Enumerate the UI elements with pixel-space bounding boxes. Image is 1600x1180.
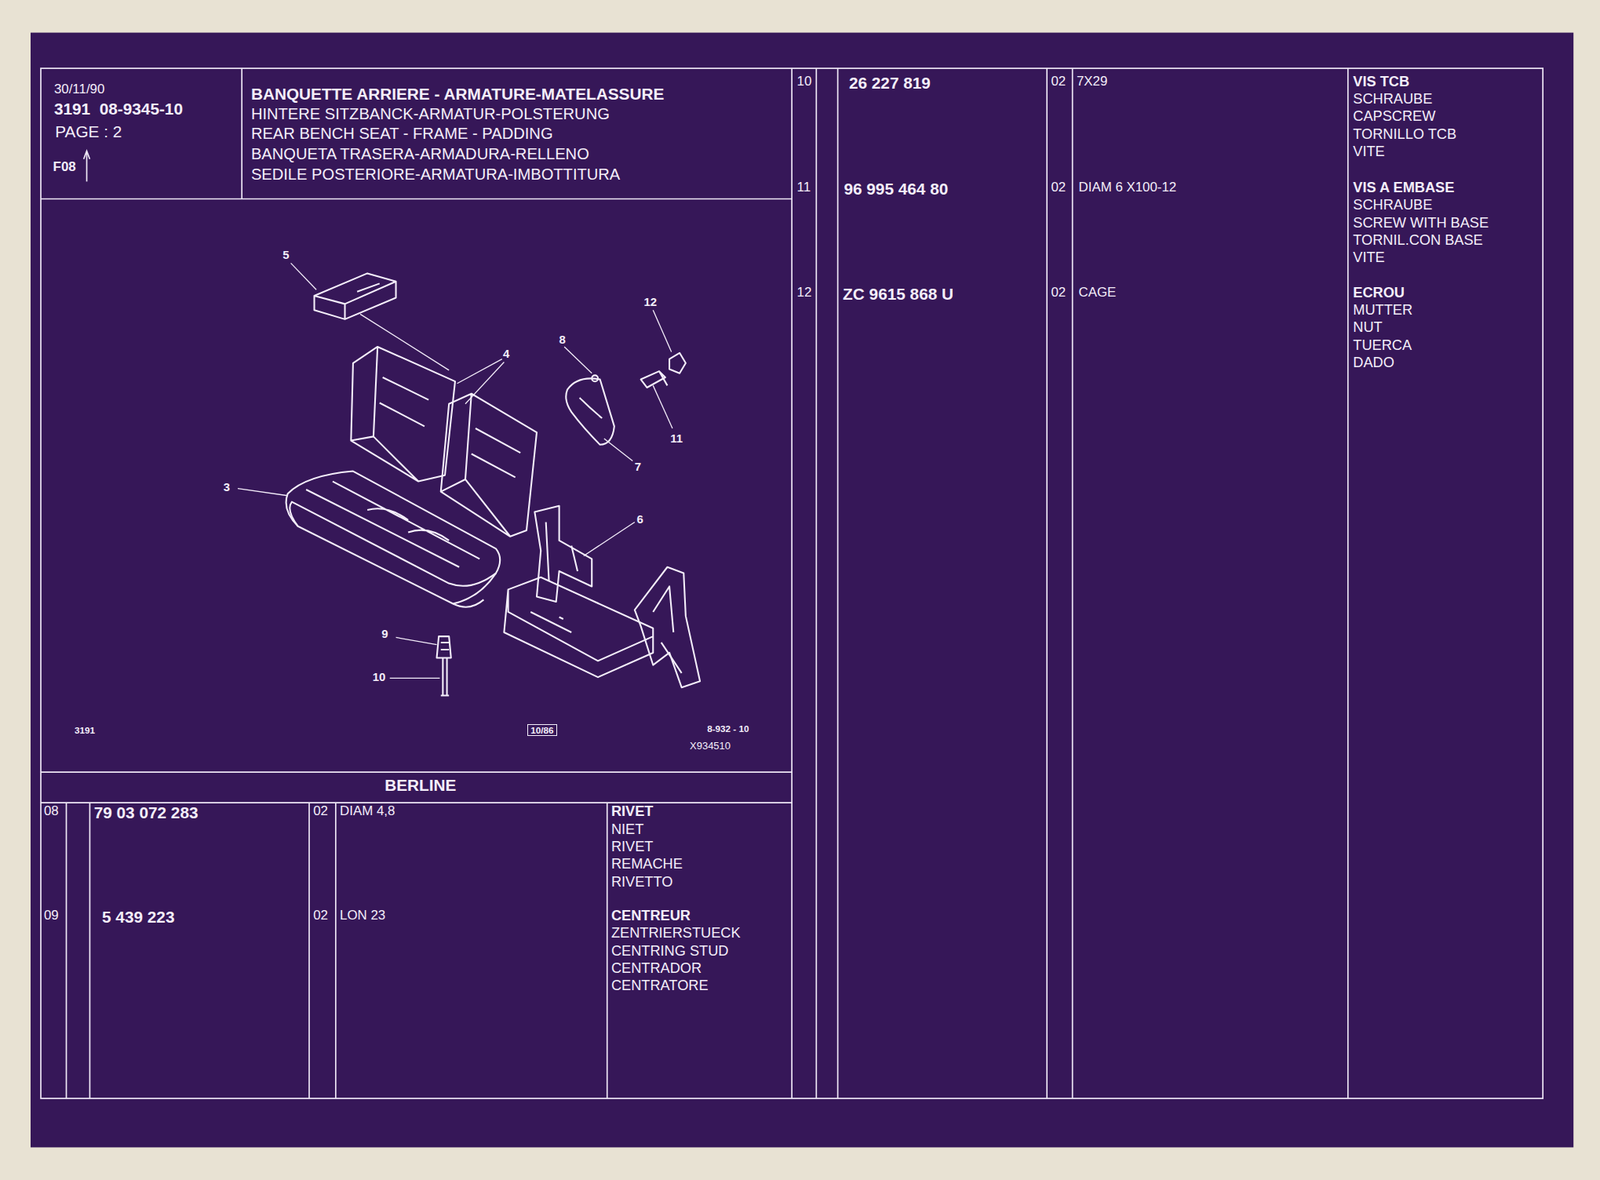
part-name-translation: VITE — [1352, 143, 1385, 161]
quantity: 02 — [313, 803, 329, 819]
quantity: 02 — [1050, 284, 1066, 300]
part-number: ZC 9615 868 U — [842, 284, 954, 304]
part-name-translation: TORNILLO TCB — [1352, 126, 1457, 143]
part-name-translation: RIVET — [611, 838, 654, 856]
figure-date: 10/86 — [527, 724, 557, 737]
callout-number: 4 — [502, 346, 510, 361]
film-panel — [30, 32, 1574, 1149]
subtitle: HINTERE SITZBANCK-ARMATUR-POLSTERUNG — [251, 105, 610, 124]
figure-code: F08 — [53, 159, 77, 175]
part-name-translation: CAPSCREW — [1352, 108, 1436, 125]
part-number: 26 227 819 — [849, 73, 931, 93]
part-number: 79 03 072 283 — [94, 803, 199, 823]
title: BANQUETTE ARRIERE - ARMATURE-MATELASSURE — [251, 84, 664, 104]
item-number: 10 — [797, 73, 813, 89]
dimension: CAGE — [1078, 284, 1117, 300]
callout-number: 7 — [634, 459, 642, 474]
drawing-code: X934510 — [689, 740, 731, 753]
part-name-translation: DADO — [1352, 354, 1395, 372]
version-heading: BERLINE — [384, 776, 456, 795]
part-name-translation: SCHRAUBE — [1352, 196, 1433, 214]
part-number: 96 995 464 80 — [843, 179, 948, 199]
part-name-translation: SCHRAUBE — [1352, 91, 1433, 108]
part-name-translation: CENTRADOR — [611, 960, 702, 977]
item-number: 08 — [43, 803, 59, 819]
dimension: LON 23 — [339, 907, 386, 923]
drawing-number: 8-932 - 10 — [707, 723, 749, 734]
part-name: RIVET — [611, 803, 654, 821]
part-name-translation: REMACHE — [611, 856, 683, 873]
item-number: 11 — [797, 179, 812, 195]
callout-number: 5 — [282, 247, 289, 262]
part-name-translation: ZENTRIERSTUECK — [611, 925, 741, 942]
part-name-translation: NUT — [1352, 319, 1382, 336]
callout-number: 10 — [372, 670, 387, 684]
page-number: PAGE : 2 — [54, 122, 122, 142]
part-name: CENTREUR — [611, 907, 691, 925]
callout-number: 9 — [381, 626, 388, 641]
quantity: 02 — [313, 907, 329, 923]
subtitle: SEDILE POSTERIORE-ARMATURA-IMBOTTITURA — [251, 165, 620, 184]
quantity: 02 — [1050, 179, 1066, 195]
date: 30/11/90 — [54, 81, 105, 97]
dimension: 7X29 — [1076, 73, 1108, 89]
part-name: ECROU — [1352, 284, 1405, 302]
table-grid — [40, 68, 1543, 1099]
part-name-translation: SCREW WITH BASE — [1352, 215, 1489, 232]
subtitle: REAR BENCH SEAT - FRAME - PADDING — [251, 124, 554, 143]
part-name-translation: TORNIL.CON BASE — [1352, 232, 1483, 249]
dimension: DIAM 6 X100-12 — [1078, 179, 1178, 195]
part-name-translation: RIVETTO — [611, 874, 674, 891]
catalog-reference: 3191 08-9345-10 — [54, 99, 183, 119]
callout-number: 11 — [670, 431, 683, 445]
part-name-translation: CENTRING STUD — [611, 943, 729, 960]
leader-lines — [237, 262, 673, 678]
item-number: 09 — [43, 907, 59, 923]
part-name-translation: VITE — [1352, 249, 1385, 267]
seat-illustration — [286, 273, 700, 696]
part-name: VIS TCB — [1352, 73, 1410, 91]
part-name-translation: TUERCA — [1352, 337, 1412, 354]
callout-number: 12 — [644, 295, 658, 309]
part-name: VIS A EMBASE — [1352, 179, 1455, 197]
subtitle: BANQUETA TRASERA-ARMADURA-RELLENO — [251, 145, 590, 164]
figure-number: 3191 — [74, 725, 95, 736]
callout-number: 3 — [223, 480, 230, 494]
item-number: 12 — [797, 284, 813, 300]
dimension: DIAM 4,8 — [339, 803, 395, 819]
part-number: 5 439 223 — [102, 907, 175, 927]
part-name-translation: CENTRATORE — [611, 977, 709, 995]
quantity: 02 — [1050, 73, 1066, 89]
part-name-translation: MUTTER — [1352, 302, 1413, 319]
part-name-translation: NIET — [611, 821, 644, 839]
callout-number: 6 — [636, 512, 643, 526]
callout-number: 8 — [559, 332, 566, 347]
